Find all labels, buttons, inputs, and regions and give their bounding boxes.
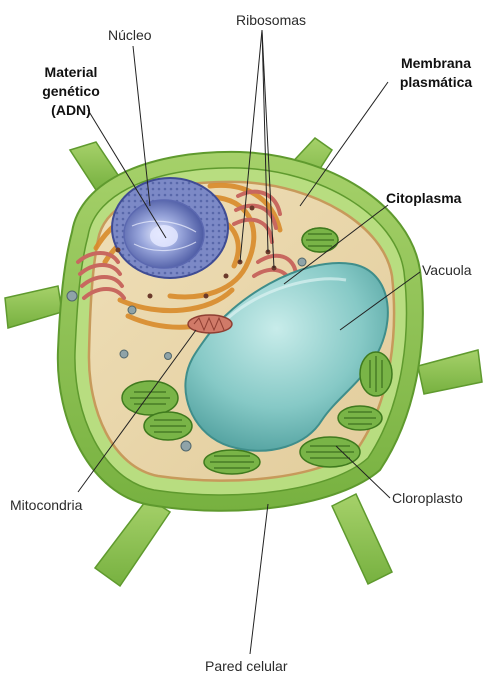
label-membrana-plasmatica-line-1: Membrana [400,55,472,71]
label-membrana-plasmatica-line-2: plasmática [399,74,473,90]
label-material-genetico-line-2: genético [42,83,100,99]
label-material-genetico-line-1: Material [44,64,98,80]
golgi-apparatus [76,189,298,300]
label-citoplasma: Citoplasma [386,190,462,206]
label-material-genetico: Material genético (ADN) [36,63,106,120]
label-material-genetico-line-3: (ADN) [51,102,91,118]
label-membrana-plasmatica: Membrana plasmática [394,54,478,92]
vesicles [66,257,307,452]
label-pared-celular: Pared celular [205,658,288,674]
label-nucleo: Núcleo [108,27,152,43]
genetic-material-dna [150,225,178,247]
leader-lines [77,29,421,655]
mitochondria [187,314,233,334]
chloroplasts [121,227,393,475]
nucleus [111,177,229,279]
label-mitocondria: Mitocondria [10,497,83,513]
label-ribosomas: Ribosomas [236,12,307,28]
label-vacuola: Vacuola [422,262,472,278]
label-cloroplasto: Cloroplasto [392,490,463,506]
